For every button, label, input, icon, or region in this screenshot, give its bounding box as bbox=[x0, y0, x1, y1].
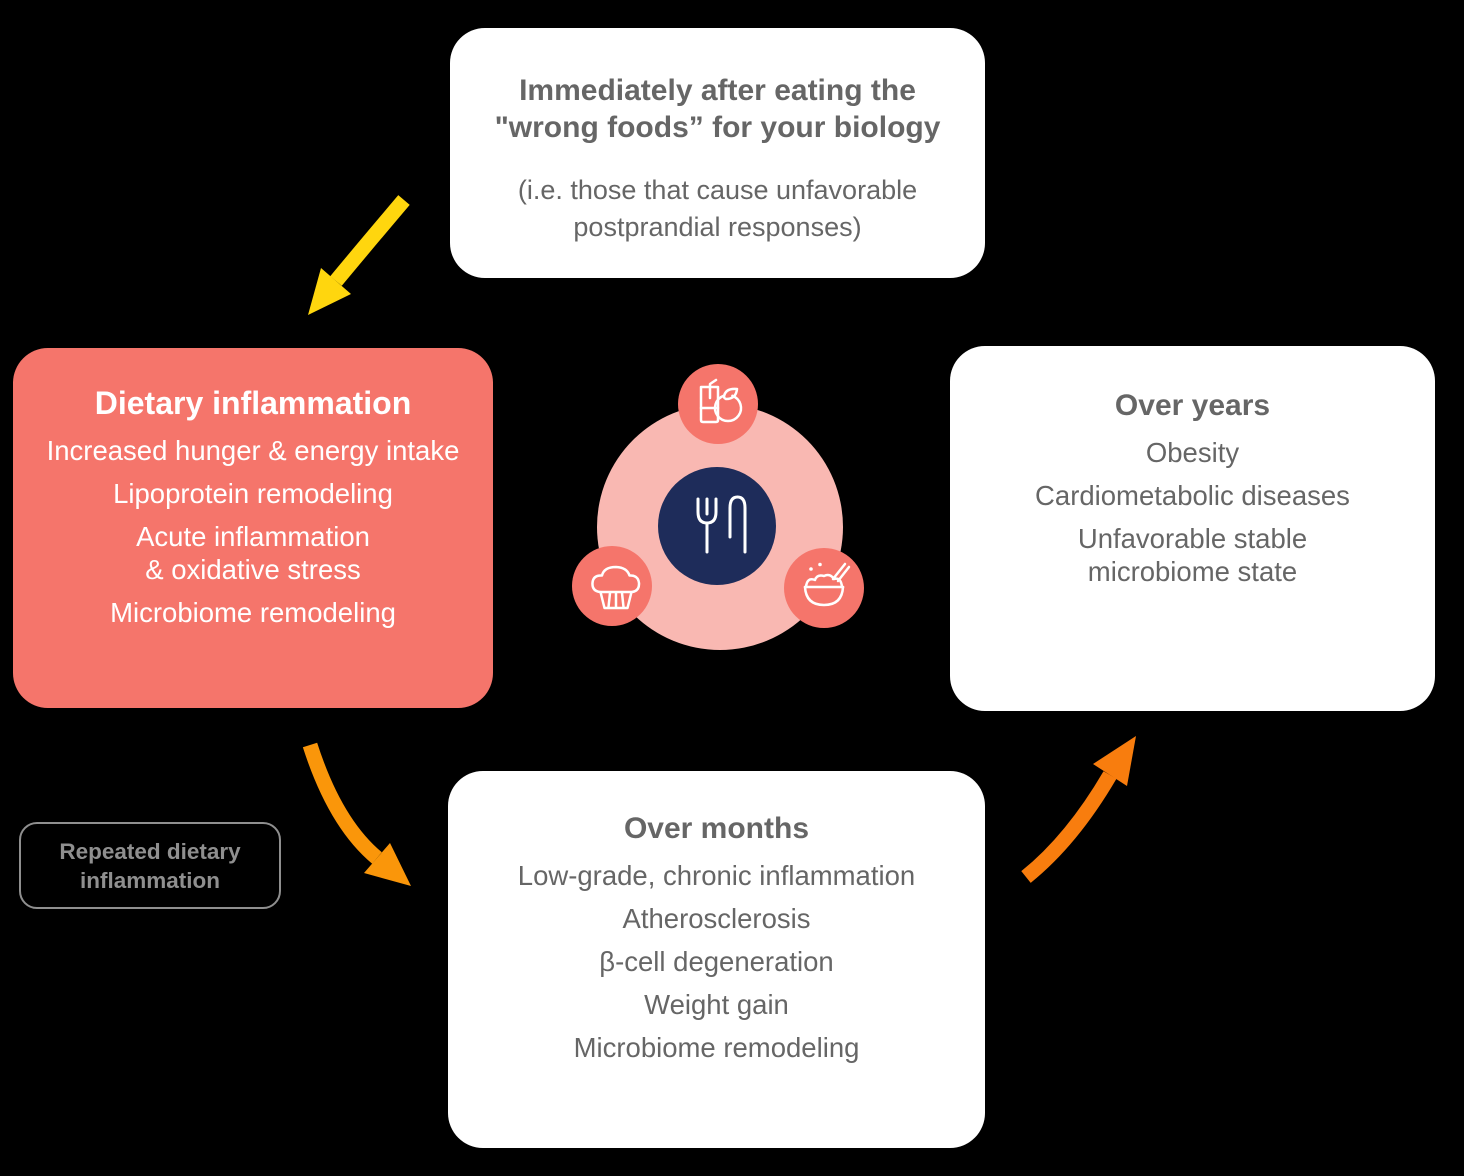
list-item: Microbiome remodeling bbox=[110, 597, 396, 628]
rice-bowl-icon bbox=[803, 562, 851, 607]
list-item: β-cell degeneration bbox=[599, 946, 834, 977]
list-item: Unfavorable stable microbiome state bbox=[1077, 523, 1308, 587]
list-item: Microbiome remodeling bbox=[573, 1032, 860, 1063]
card-title: Over years bbox=[1114, 389, 1271, 422]
fork-knife-icon bbox=[696, 495, 747, 554]
rice-bowl-bubble bbox=[784, 548, 864, 628]
label-text: Repeated dietary inflammation bbox=[59, 838, 241, 893]
list-item: Weight gain bbox=[644, 989, 789, 1020]
repeated-dietary-inflammation-label: Repeated dietary inflammation bbox=[19, 822, 281, 909]
curved-arrow-dietary-to-months-icon bbox=[302, 742, 411, 886]
card-title: Immediately after eating the "wrong food… bbox=[494, 74, 941, 144]
card-immediately-after-eating: Immediately after eating the "wrong food… bbox=[450, 28, 985, 278]
juice-icon bbox=[699, 378, 743, 424]
muffin-icon bbox=[591, 565, 641, 610]
muffin-bubble bbox=[572, 546, 652, 626]
list-item: Cardiometabolic diseases bbox=[1035, 480, 1350, 511]
card-over-years: Over years Obesity Cardiometabolic disea… bbox=[950, 346, 1435, 711]
list-item: Obesity bbox=[1145, 437, 1240, 468]
curved-arrow-months-to-years-icon bbox=[1021, 736, 1136, 883]
curved-arrow-top-to-dietary-icon bbox=[308, 195, 410, 315]
card-title: Dietary inflammation bbox=[94, 385, 412, 421]
meal-circle bbox=[658, 467, 776, 585]
card-title: Over months bbox=[623, 812, 810, 845]
drink-bubble bbox=[678, 364, 758, 444]
list-item: Increased hunger & energy intake bbox=[46, 435, 460, 466]
card-dietary-inflammation: Dietary inflammation Increased hunger & … bbox=[13, 348, 493, 708]
list-item: Atherosclerosis bbox=[622, 903, 811, 934]
card-over-months: Over months Low-grade, chronic inflammat… bbox=[448, 771, 985, 1148]
card-subtitle: (i.e. those that cause unfavorable postp… bbox=[517, 175, 918, 242]
list-item: Lipoprotein remodeling bbox=[113, 478, 393, 509]
list-item: Acute inflammation & oxidative stress bbox=[136, 521, 370, 585]
list-item: Low-grade, chronic inflammation bbox=[517, 860, 916, 891]
